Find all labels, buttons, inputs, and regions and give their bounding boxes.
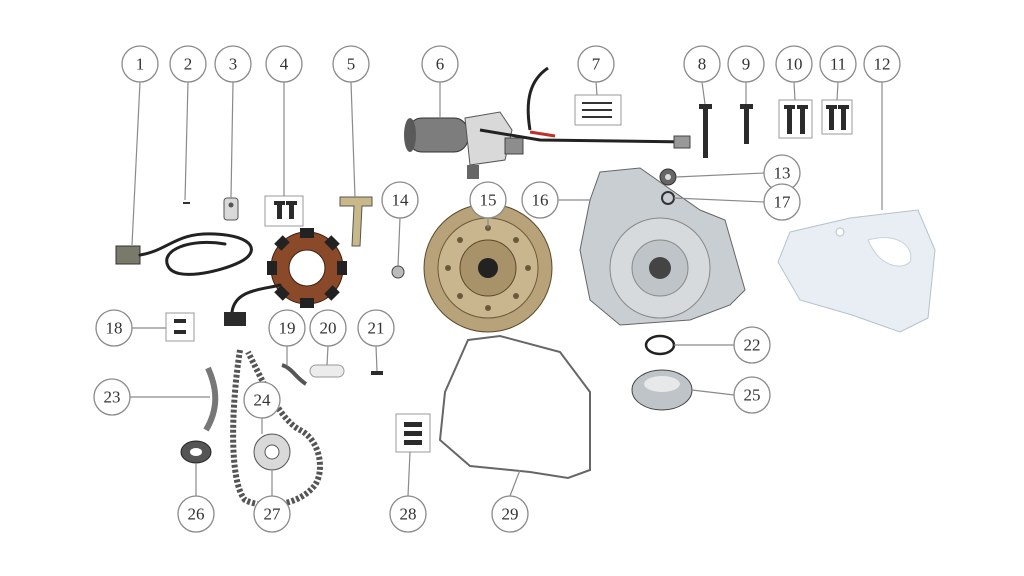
svg-text:9: 9 [742, 55, 751, 74]
outer-cover-part [777, 209, 936, 333]
small-bolt-part [371, 371, 383, 375]
callout-16: 16 [521, 181, 559, 219]
bolt-set-11-part [821, 99, 853, 135]
callout-17: 17 [763, 183, 801, 221]
svg-text:2: 2 [184, 55, 193, 74]
callout-4: 4 [265, 45, 303, 83]
small-nut-part [391, 265, 405, 279]
sprocket-part [253, 433, 291, 471]
flywheel-part [423, 203, 553, 333]
bracket-clip-part [339, 196, 373, 247]
screw-pair-part [165, 312, 195, 342]
svg-text:8: 8 [698, 55, 707, 74]
callout-18: 18 [95, 309, 133, 347]
callout-25: 25 [733, 376, 771, 414]
svg-text:25: 25 [744, 386, 761, 405]
callout-15: 15 [469, 181, 507, 219]
bolt-set-10-part [778, 99, 813, 139]
bolt-pair-part [264, 195, 304, 227]
svg-text:12: 12 [874, 55, 891, 74]
svg-text:13: 13 [774, 164, 791, 183]
svg-text:26: 26 [188, 505, 205, 524]
starter-motor-part [404, 66, 691, 179]
svg-text:29: 29 [502, 505, 519, 524]
callout-11: 11 [819, 45, 857, 83]
screw-set-part [574, 94, 622, 126]
stator-coil-part [224, 228, 347, 326]
nut-part [659, 168, 677, 186]
callout-5: 5 [332, 45, 370, 83]
callout-6: 6 [421, 45, 459, 83]
washer-part [180, 440, 212, 464]
dome-cap-part [631, 369, 693, 411]
svg-text:7: 7 [592, 55, 601, 74]
dowel-set-part [395, 413, 431, 453]
svg-text:17: 17 [774, 193, 792, 212]
callout-1: 1 [121, 45, 159, 83]
callout-10: 10 [775, 45, 813, 83]
svg-text:16: 16 [532, 191, 549, 210]
timing-chain-part [230, 349, 323, 508]
callout-13: 13 [763, 154, 801, 192]
callout-8: 8 [683, 45, 721, 83]
svg-text:18: 18 [106, 319, 123, 338]
callout-2: 2 [169, 45, 207, 83]
svg-text:10: 10 [786, 55, 803, 74]
guide-pin-part [309, 364, 345, 378]
spring-clip-part [281, 363, 308, 386]
callout-12: 12 [863, 45, 901, 83]
svg-text:15: 15 [480, 191, 497, 210]
callout-7: 7 [577, 45, 615, 83]
callout-14: 14 [381, 181, 419, 219]
svg-text:22: 22 [744, 336, 761, 355]
svg-text:27: 27 [264, 505, 282, 524]
gasket-part [438, 334, 591, 480]
svg-text:14: 14 [392, 191, 410, 210]
svg-text:3: 3 [229, 55, 238, 74]
svg-text:24: 24 [254, 391, 272, 410]
svg-text:6: 6 [436, 55, 445, 74]
svg-text:11: 11 [830, 55, 846, 74]
o-ring-large-part [644, 334, 676, 356]
svg-text:23: 23 [104, 388, 121, 407]
wiring-harness-part [115, 232, 253, 276]
chain-guide-part [203, 366, 219, 432]
svg-text:28: 28 [400, 505, 417, 524]
callout-24: 24 [243, 381, 281, 419]
svg-text:19: 19 [279, 319, 296, 338]
leader-lines [130, 81, 883, 497]
callout-19: 19 [268, 309, 306, 347]
medium-bolt-part [740, 104, 753, 144]
callout-22: 22 [733, 326, 771, 364]
svg-text:21: 21 [368, 319, 385, 338]
callout-20: 20 [309, 309, 347, 347]
svg-text:4: 4 [280, 55, 289, 74]
svg-text:20: 20 [320, 319, 337, 338]
callout-3: 3 [214, 45, 252, 83]
callout-26: 26 [177, 495, 215, 533]
long-bolt-part [699, 104, 712, 158]
callout-29: 29 [491, 495, 529, 533]
callout-21: 21 [357, 309, 395, 347]
magneto-cover-part [579, 167, 746, 326]
callout-28: 28 [389, 495, 427, 533]
tab-plate-part [223, 197, 239, 221]
callout-9: 9 [727, 45, 765, 83]
callout-23: 23 [93, 378, 131, 416]
svg-text:1: 1 [136, 55, 145, 74]
callout-27: 27 [253, 495, 291, 533]
svg-text:5: 5 [347, 55, 356, 74]
